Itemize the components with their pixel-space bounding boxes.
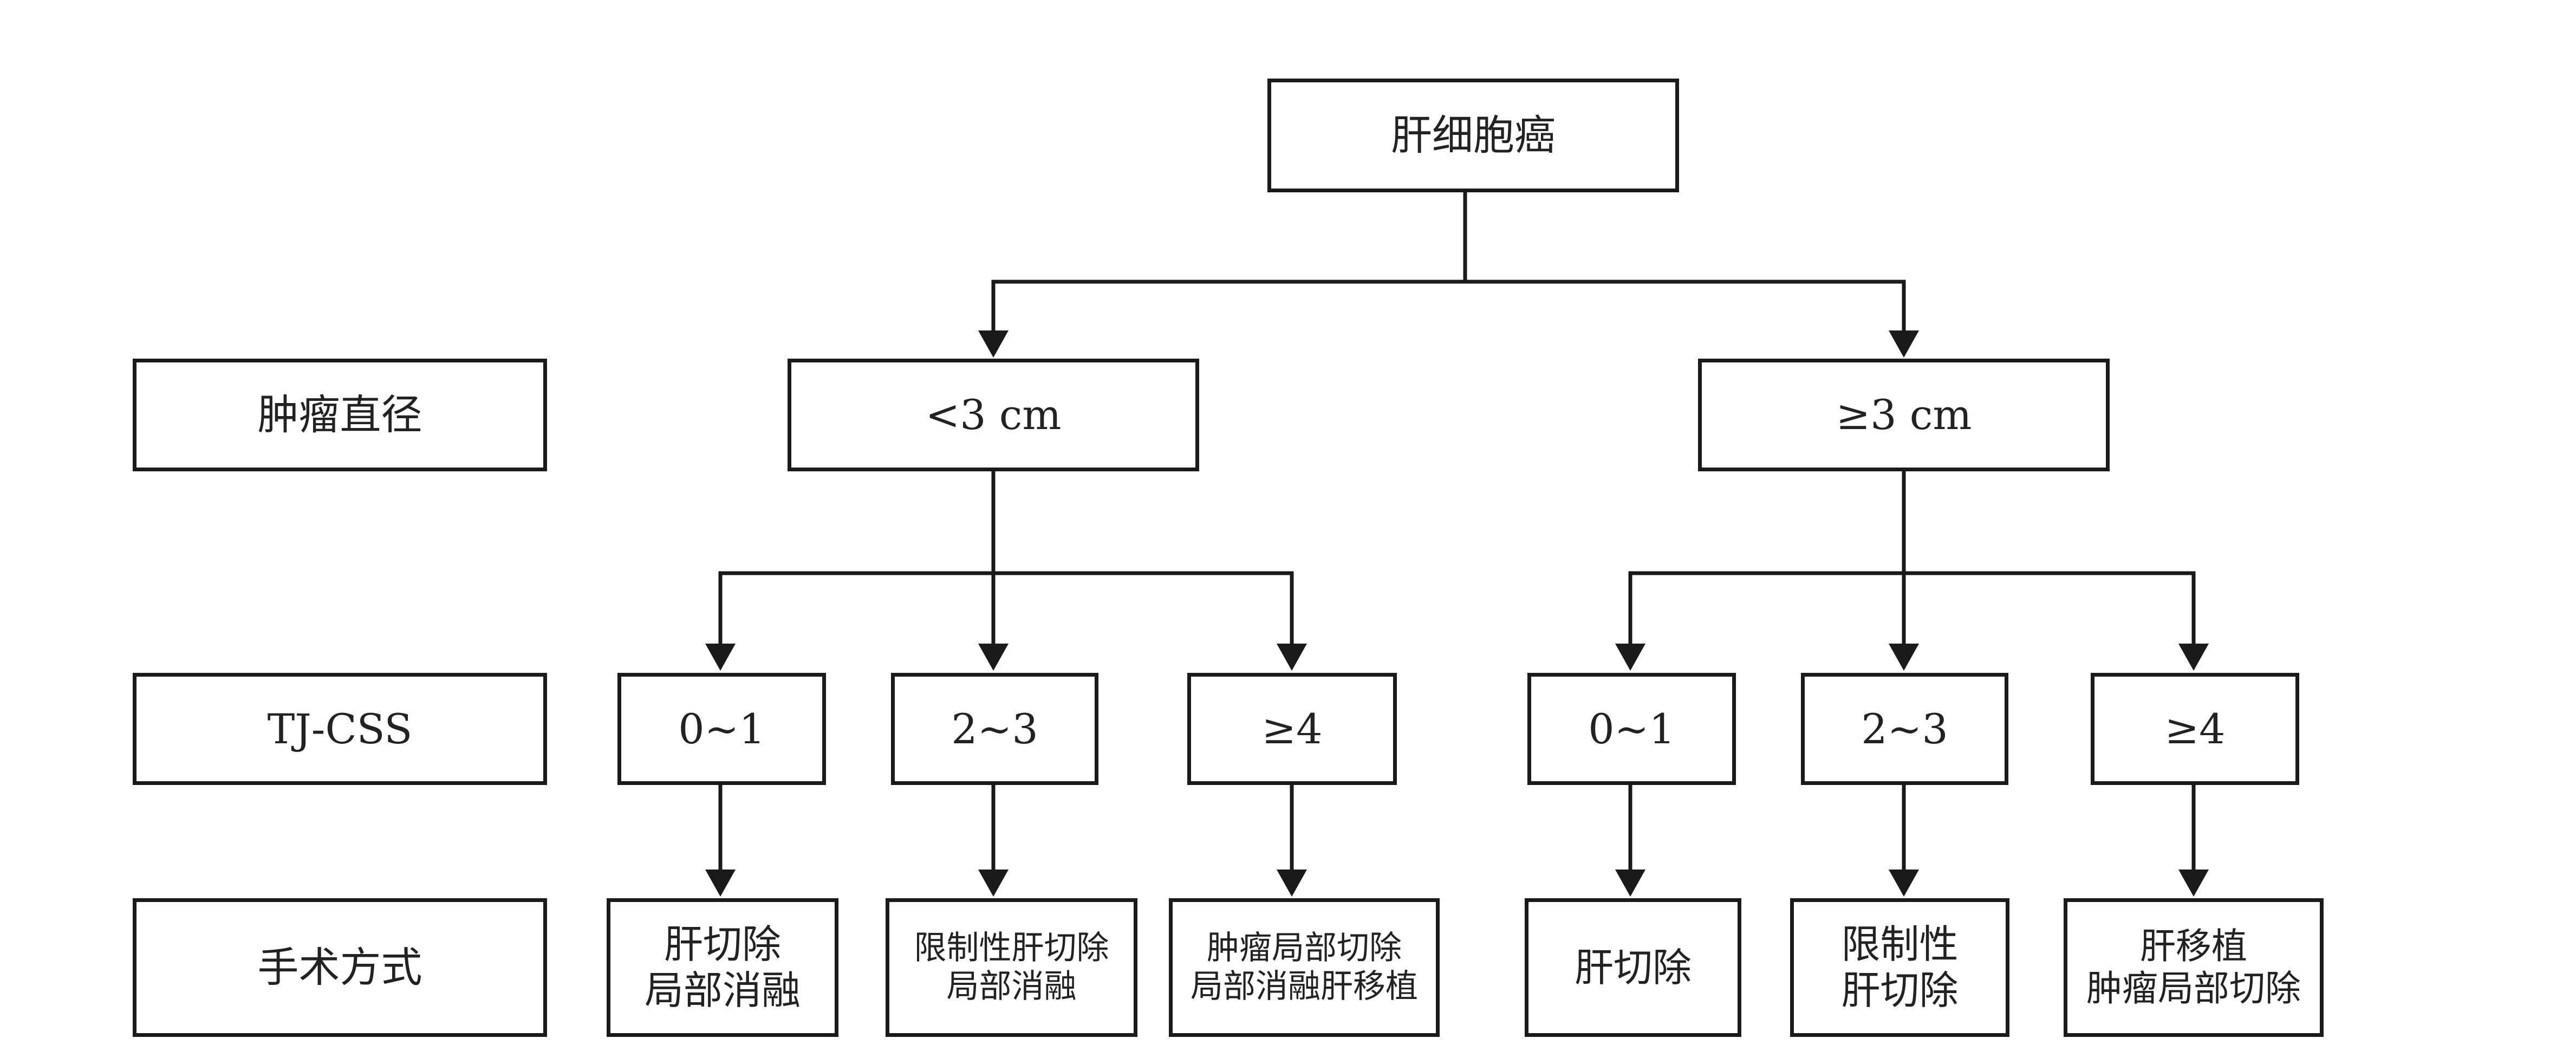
surgery-node-large-3-line-2: 肿瘤局部切除 — [2086, 968, 2301, 1009]
row-label-surgery-text: 手术方式 — [257, 943, 422, 992]
root-node: 肝细胞癌 — [1267, 79, 1679, 192]
score-node-large-2-label: 2~3 — [1861, 704, 1948, 753]
surgery-node-small-3-line-2: 局部消融肝移植 — [1191, 968, 1418, 1005]
diameter-node-large: ≥3 cm — [1698, 359, 2110, 471]
arrowhead-surgery-4 — [1615, 870, 1645, 897]
arrowhead-surgery-3 — [1277, 870, 1307, 897]
surgery-node-small-3-line-1: 肿瘤局部切除 — [1207, 929, 1402, 968]
score-node-large-1-label: 0~1 — [1588, 704, 1675, 753]
surgery-node-large-1-line-1: 肝切除 — [1574, 944, 1692, 990]
surgery-node-small-3: 肿瘤局部切除 局部消融肝移植 — [1169, 898, 1440, 1037]
arrowhead-large-score-3 — [2178, 644, 2209, 671]
score-node-large-2: 2~3 — [1801, 673, 2008, 785]
surgery-node-large-2-line-1: 限制性 — [1841, 922, 1959, 968]
score-node-small-2: 2~3 — [891, 673, 1098, 785]
arrowhead-large — [1889, 330, 1919, 358]
row-label-surgery: 手术方式 — [133, 898, 547, 1037]
surgery-node-large-3-line-1: 肝移植 — [2140, 925, 2247, 968]
arrowhead-small-score-1 — [705, 644, 736, 671]
arrowhead-small-score-2 — [978, 644, 1009, 671]
arrowhead-surgery-6 — [2178, 870, 2209, 897]
surgery-node-small-2-line-2: 局部消融 — [946, 968, 1077, 1005]
surgery-node-large-1: 肝切除 — [1525, 898, 1741, 1037]
row-label-diameter-text: 肿瘤直径 — [257, 391, 422, 439]
diameter-node-large-label: ≥3 cm — [1836, 391, 1972, 439]
row-label-score-text: TJ-CSS — [267, 704, 413, 753]
arrowhead-surgery-1 — [705, 870, 736, 897]
surgery-node-small-1-line-1: 肝切除 — [663, 922, 781, 968]
score-node-small-1: 0~1 — [617, 673, 826, 785]
arrowhead-large-score-2 — [1889, 644, 1919, 671]
surgery-node-large-2-line-2: 肝切除 — [1841, 968, 1959, 1013]
score-node-large-3-label: ≥4 — [2164, 704, 2226, 753]
surgery-node-small-1-line-2: 局部消融 — [644, 968, 801, 1013]
score-node-small-1-label: 0~1 — [678, 704, 765, 753]
surgery-node-large-2: 限制性 肝切除 — [1790, 898, 2009, 1037]
row-label-diameter: 肿瘤直径 — [133, 359, 547, 471]
arrowhead-small — [978, 330, 1009, 358]
surgery-node-small-2: 限制性肝切除 局部消融 — [886, 898, 1137, 1037]
score-node-small-3-label: ≥4 — [1261, 704, 1323, 753]
score-node-small-3: ≥4 — [1187, 673, 1397, 785]
root-node-label: 肝细胞癌 — [1391, 111, 1556, 160]
row-label-score: TJ-CSS — [133, 673, 547, 785]
arrowhead-small-score-3 — [1277, 644, 1307, 671]
score-node-small-2-label: 2~3 — [951, 704, 1038, 753]
surgery-node-large-3: 肝移植 肿瘤局部切除 — [2064, 898, 2324, 1037]
diameter-node-small: <3 cm — [788, 359, 1199, 471]
surgery-node-small-1: 肝切除 局部消融 — [607, 898, 838, 1037]
score-node-large-1: 0~1 — [1527, 673, 1736, 785]
arrowhead-surgery-2 — [978, 870, 1009, 897]
arrowhead-surgery-5 — [1889, 870, 1919, 897]
score-node-large-3: ≥4 — [2091, 673, 2299, 785]
arrowhead-large-score-1 — [1615, 644, 1645, 671]
surgery-node-small-2-line-1: 限制性肝切除 — [914, 929, 1109, 968]
diameter-node-small-label: <3 cm — [925, 391, 1062, 439]
